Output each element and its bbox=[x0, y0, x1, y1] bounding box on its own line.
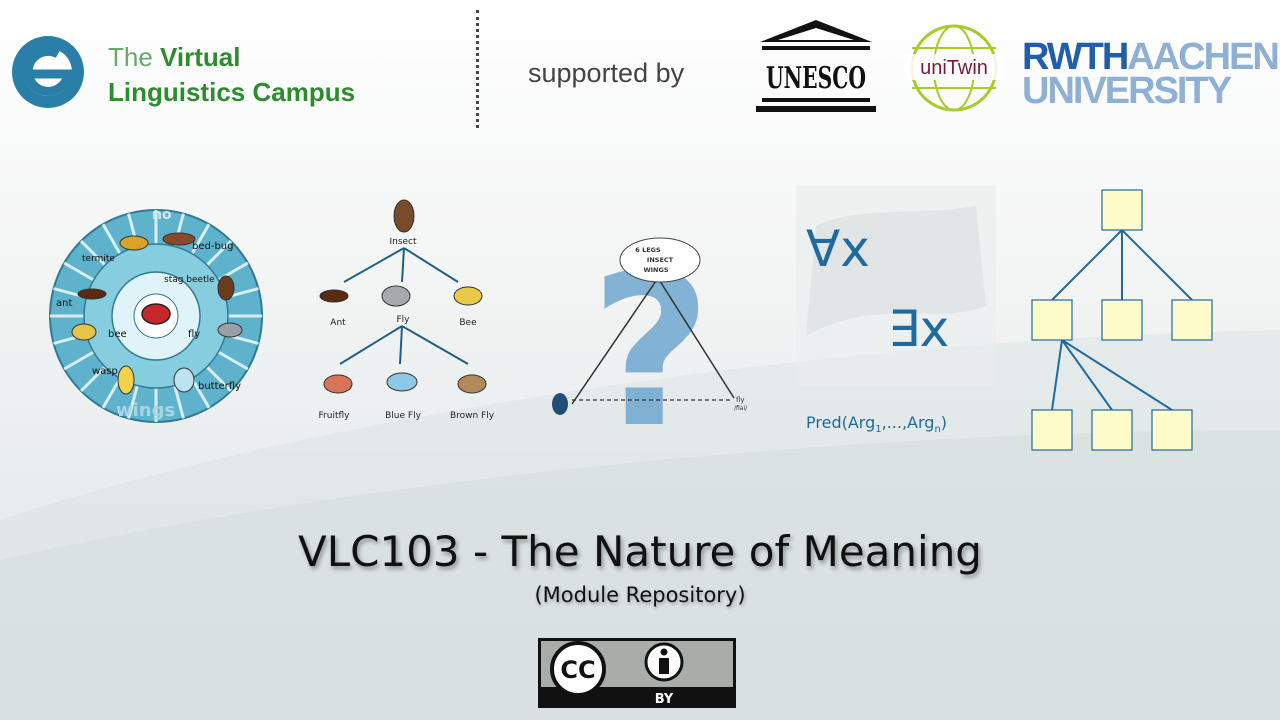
rwth-logo[interactable]: RWTHAACHEN UNIVERSITY bbox=[1022, 38, 1280, 112]
tree-node-right bbox=[1171, 299, 1213, 341]
cloud-line-1: 6 LEGS bbox=[635, 246, 661, 254]
tree-leaf-1 bbox=[1031, 409, 1073, 451]
brand-virtual: Virtual bbox=[160, 42, 241, 72]
unitwin-text: uniTwin bbox=[920, 57, 988, 79]
wheel-label-bed-bug: bed-bug bbox=[192, 241, 234, 252]
vlc-logo-icon[interactable] bbox=[6, 32, 90, 112]
fly-icon bbox=[552, 393, 568, 415]
triangle-pronunciation: /flai/ bbox=[734, 405, 748, 412]
triangle-word-fly: fly bbox=[736, 396, 745, 404]
tree-leaf-brown-fly: Brown Fly bbox=[450, 411, 495, 421]
tree-leaf-fruitfly: Fruitfly bbox=[319, 411, 351, 421]
exists-symbol: ∃x bbox=[888, 300, 949, 358]
forall-symbol: ∀x bbox=[806, 220, 870, 278]
cc-by-license-badge[interactable]: CC BY bbox=[538, 638, 736, 708]
person-icon bbox=[644, 642, 684, 682]
rwth-part1: RWTH bbox=[1022, 36, 1129, 78]
unitwin-logo-icon[interactable]: uniTwin bbox=[902, 18, 1006, 116]
wheel-label-stag-beetle: stag beetle bbox=[164, 275, 215, 285]
header-divider bbox=[476, 10, 479, 128]
wheel-label-ant: ant bbox=[56, 298, 72, 309]
wheel-insect-icons bbox=[71, 232, 243, 395]
tree-node-bee: Bee bbox=[459, 318, 477, 328]
syntax-tree-diagram bbox=[1031, 189, 1213, 451]
wheel-label-bee: bee bbox=[108, 329, 127, 340]
tree-node-ant: Ant bbox=[330, 318, 346, 328]
tree-node-root bbox=[1101, 189, 1143, 231]
cloud-line-3: WINGS bbox=[643, 266, 668, 274]
tree-leaf-2 bbox=[1091, 409, 1133, 451]
tree-leaf-blue-fly: Blue Fly bbox=[385, 411, 421, 421]
tree-node-left bbox=[1031, 299, 1073, 341]
page-subtitle: (Module Repository) bbox=[534, 583, 746, 607]
tree-node-fly: Fly bbox=[396, 315, 410, 325]
cc-text: CC bbox=[560, 656, 595, 684]
brand-name[interactable]: The Virtual Linguistics Campus bbox=[108, 40, 355, 110]
wheel-label-fly: fly bbox=[188, 329, 200, 340]
semiotic-triangle: ? 6 LEGS INSECT WINGS fly /flai/ bbox=[552, 230, 748, 460]
cc-icon bbox=[550, 641, 606, 697]
wheel-label-no: no bbox=[152, 207, 172, 223]
cloud-line-2: INSECT bbox=[647, 256, 674, 264]
tree-node-middle bbox=[1101, 299, 1143, 341]
brand-the: The bbox=[108, 42, 153, 72]
semantic-feature-wheel: no bed-bug termite stag beetle ant bee f… bbox=[49, 207, 263, 423]
by-text: BY bbox=[655, 692, 674, 707]
page-title: VLC103 - The Nature of Meaning bbox=[298, 527, 982, 576]
tree-edges bbox=[339, 247, 469, 365]
wheel-label-wasp: wasp bbox=[92, 366, 118, 377]
insect-taxonomy-tree: Insect Ant Fly Bee Fruitfly Blue Fly Bro… bbox=[319, 199, 495, 421]
predicate-formula: Pred(Arg1,...,Argn) bbox=[806, 413, 947, 435]
tree-insect-icons bbox=[319, 199, 487, 394]
wheel-label-wings: wings bbox=[116, 400, 175, 421]
unesco-text: UNESCO bbox=[766, 61, 866, 96]
ladybug-icon bbox=[141, 303, 171, 325]
logic-panel: ∀x ∃x Pred(Arg1,...,Argn) bbox=[796, 186, 996, 435]
rwth-part2: AACHEN bbox=[1127, 36, 1280, 78]
thought-cloud-icon bbox=[619, 237, 701, 283]
wheel-label-termite: termite bbox=[82, 254, 115, 264]
supported-by-text: supported by bbox=[528, 58, 685, 88]
rwth-line2: UNIVERSITY bbox=[1022, 70, 1232, 112]
wheel-label-butterfly: butterfly bbox=[198, 381, 241, 392]
unesco-logo-icon[interactable]: UNESCO bbox=[754, 18, 878, 116]
brand-line2: Linguistics Campus bbox=[108, 77, 356, 107]
tree-leaf-3 bbox=[1151, 409, 1193, 451]
tree-root-label: Insect bbox=[389, 237, 417, 247]
